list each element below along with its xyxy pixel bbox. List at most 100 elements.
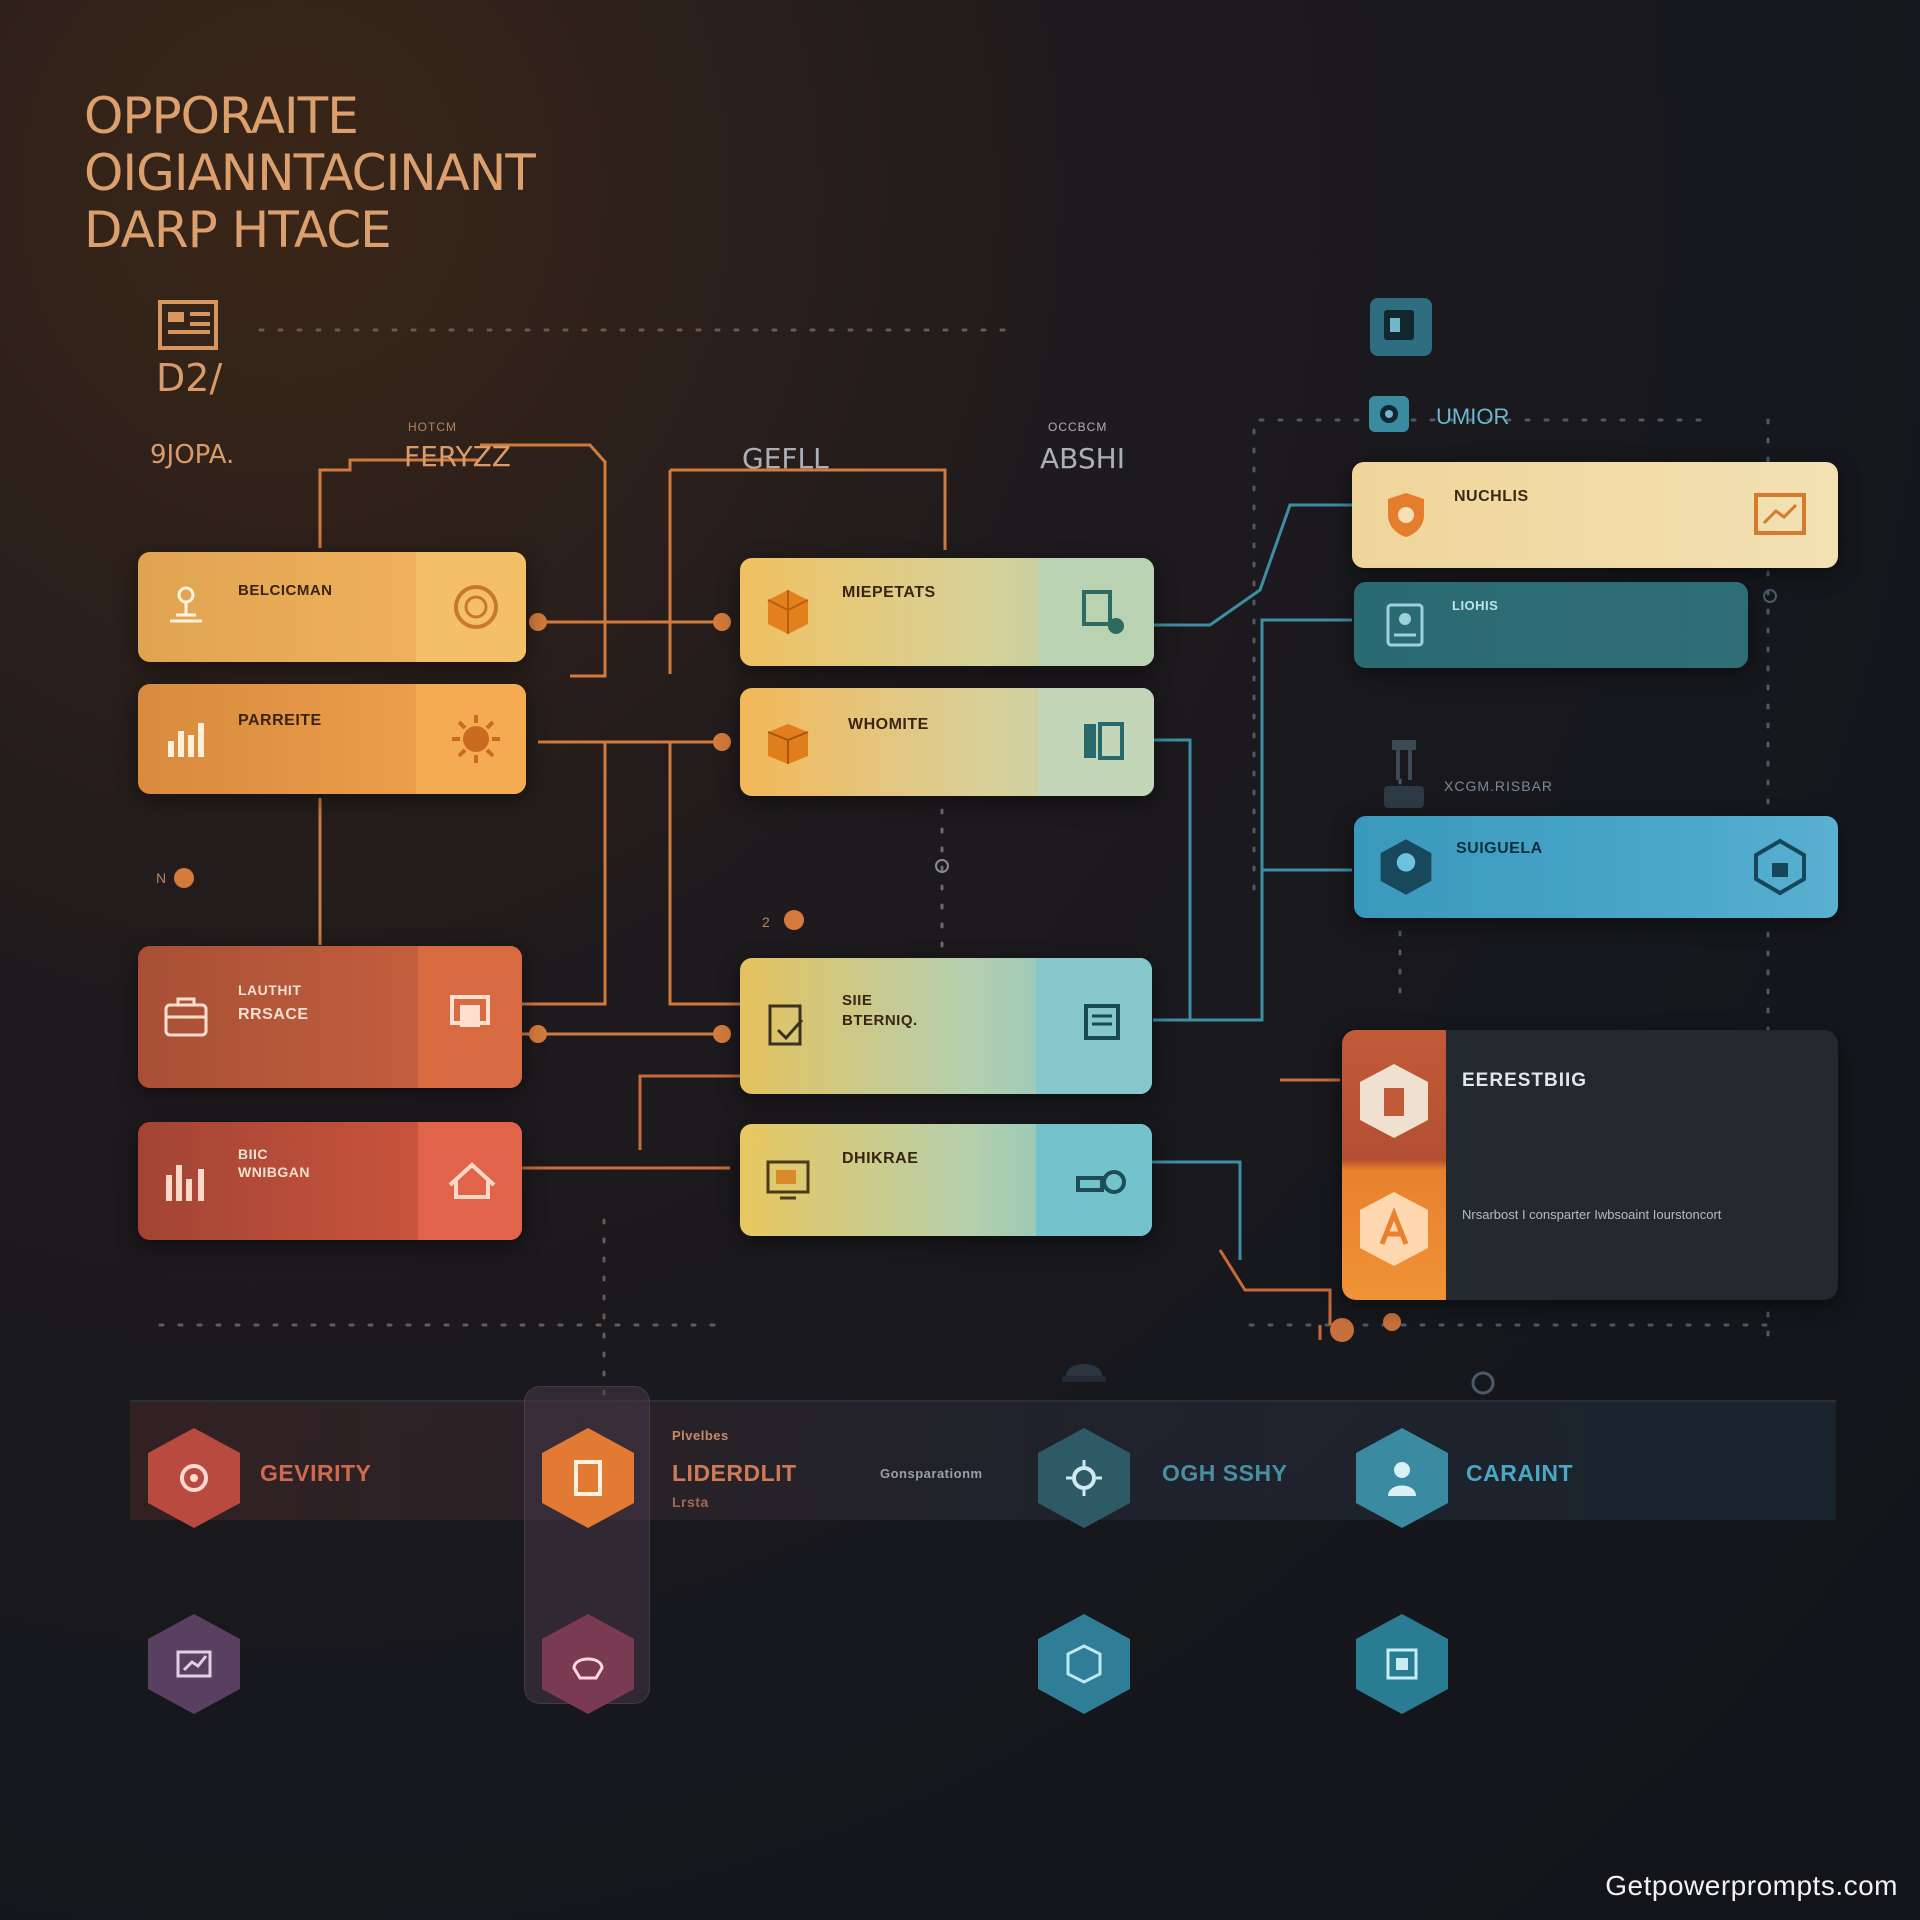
node-title: EERESTBIIG bbox=[1462, 1070, 1588, 1091]
node-nuchlis[interactable]: NUCHLIS bbox=[1352, 462, 1838, 568]
node-dhikrae[interactable]: DHIKRAE bbox=[740, 1124, 1152, 1236]
node-liohis[interactable]: LIOHIS bbox=[1354, 582, 1748, 668]
node-title: BELCICMAN bbox=[238, 582, 333, 599]
wire-14 bbox=[1218, 1249, 1332, 1325]
hex-lock-icon bbox=[1754, 838, 1806, 896]
connector-dot-11 bbox=[1471, 1371, 1495, 1395]
title-line-2: OIGIANNTACINANT bbox=[84, 144, 536, 202]
node-paragraph-2-lead: Nrsarbost I consparter Iwbsoaint Ioursto… bbox=[1462, 1207, 1722, 1222]
bar-chart-icon bbox=[168, 723, 204, 757]
marker-1: 2 bbox=[762, 914, 771, 930]
node-title: LIOHIS bbox=[1452, 598, 1499, 613]
bottom-label-2-small: Plvelbes bbox=[672, 1428, 729, 1443]
wire-16 bbox=[1153, 503, 1352, 627]
column-header-2: FERYZZ bbox=[404, 440, 511, 473]
camera-icon bbox=[1369, 396, 1409, 432]
connector-dot-10 bbox=[1383, 1313, 1401, 1331]
terminal-icon bbox=[1370, 298, 1432, 356]
bottom-label-2-right: Gonsparationm bbox=[880, 1466, 983, 1481]
sun-gear-icon bbox=[452, 715, 500, 763]
left-header-label: D2/ bbox=[156, 356, 223, 400]
bottom-label-2: LIDERDLIT bbox=[672, 1460, 797, 1486]
connector-dot-6 bbox=[174, 868, 194, 888]
gear-seal-icon bbox=[454, 585, 498, 629]
node-title-2: RRSACE bbox=[238, 1006, 309, 1023]
connector-dot-1 bbox=[529, 613, 547, 631]
hex-person-icon bbox=[1380, 839, 1432, 895]
marker-2: N bbox=[156, 870, 168, 886]
connector-dot-7 bbox=[784, 910, 804, 930]
hex-doc-icon bbox=[1360, 1064, 1428, 1138]
monitor-icon bbox=[766, 1160, 810, 1200]
node-title: NUCHLIS bbox=[1454, 488, 1529, 505]
wire-10 bbox=[668, 742, 740, 1006]
chart-frame-icon bbox=[1754, 493, 1806, 535]
wire-1 bbox=[318, 458, 480, 548]
clipboard-icon bbox=[768, 1004, 804, 1046]
bottom-label-2-sub: Lrsta bbox=[672, 1494, 709, 1510]
wire-3 bbox=[670, 468, 947, 550]
node-miepetats[interactable]: MIEPETATS bbox=[740, 558, 1154, 666]
server-icon bbox=[1084, 722, 1124, 760]
node-biic[interactable]: BIIC WNIBGAN bbox=[138, 1122, 522, 1240]
node-eerestbiig[interactable]: EERESTBIIG Nrsarbost I consparter Iwbsoa… bbox=[1342, 1030, 1838, 1300]
node-title: WHOMITE bbox=[848, 716, 929, 733]
bottom-label-1: GEVIRITY bbox=[260, 1460, 372, 1486]
briefcase-icon bbox=[164, 997, 208, 1037]
node-whomite[interactable]: WHOMITE bbox=[740, 688, 1154, 796]
node-suiguela-header: XCGM.RISBAR bbox=[1444, 778, 1554, 794]
cube-icon bbox=[767, 590, 809, 634]
column-header-4-small: OCCBCM bbox=[1048, 420, 1108, 434]
wire-20 bbox=[1152, 1160, 1242, 1260]
column-header-5: UMIOR bbox=[1436, 404, 1510, 429]
document-stack-icon bbox=[450, 995, 490, 1027]
id-card-icon bbox=[1386, 603, 1424, 647]
node-title: BIIC bbox=[238, 1146, 268, 1162]
wire-18 bbox=[1190, 618, 1352, 1022]
bar-chart-icon bbox=[166, 1165, 204, 1201]
title-line-1: OPPORAITE bbox=[84, 87, 359, 145]
bottom-summary-panel: GEVIRITY Plvelbes LIDERDLIT Lrsta Gonspa… bbox=[130, 1386, 1836, 1730]
node-title: DHIKRAE bbox=[842, 1150, 919, 1167]
wire-17 bbox=[1153, 738, 1192, 1022]
node-title: LAUTHIT bbox=[238, 982, 302, 998]
node-lauthit[interactable]: LAUTHIT RRSACE bbox=[138, 946, 522, 1088]
hex-layers-icon bbox=[1356, 1614, 1448, 1714]
connector-dot-12 bbox=[1763, 589, 1777, 603]
connector-dot-9 bbox=[1330, 1318, 1354, 1342]
connector-dot-4 bbox=[529, 1025, 547, 1043]
box-icon bbox=[767, 724, 809, 764]
shield-icon bbox=[1388, 493, 1424, 537]
connector-dot-3 bbox=[713, 733, 731, 751]
node-title: SUIGUELA bbox=[1456, 840, 1543, 857]
bottom-label-4: CARAINT bbox=[1466, 1460, 1573, 1486]
node-suiguela[interactable]: SUIGUELA bbox=[1354, 816, 1838, 918]
document-gear-icon bbox=[1082, 590, 1124, 634]
wire-8 bbox=[520, 742, 607, 1006]
pedestal-icon bbox=[1384, 740, 1424, 808]
house-icon bbox=[448, 1162, 496, 1199]
node-parreite[interactable]: PARREITE bbox=[138, 684, 526, 794]
node-siie[interactable]: SIIE BTERNIQ. bbox=[740, 958, 1152, 1094]
column-header-4: ABSHI bbox=[1040, 442, 1125, 475]
person-desk-icon bbox=[170, 586, 202, 623]
cabinet-icon bbox=[158, 300, 218, 350]
bottom-label-3: OGH SSHY bbox=[1162, 1460, 1288, 1486]
connector-dot-5 bbox=[713, 1025, 731, 1043]
document-icon bbox=[1084, 1004, 1120, 1040]
hex-a-icon bbox=[1360, 1192, 1428, 1266]
node-title-2: BTERNIQ. bbox=[842, 1012, 918, 1029]
diagram-title: OPPORAITE OIGIANNTACINANT DARP HTACE bbox=[84, 87, 536, 259]
node-title: SIIE bbox=[842, 992, 873, 1009]
wire-12 bbox=[638, 1074, 740, 1150]
node-belcicman[interactable]: BELCICMAN bbox=[138, 552, 526, 662]
column-header-2-small: HOTCM bbox=[408, 420, 457, 434]
connector-dot-2 bbox=[713, 613, 731, 631]
helmet-icon bbox=[1062, 1364, 1106, 1382]
watermark: Getpowerprompts.com bbox=[1605, 1870, 1898, 1901]
column-header-3: GEFLL bbox=[742, 442, 829, 475]
column-header-1: 9JOPA. bbox=[150, 440, 235, 470]
wire-2 bbox=[480, 443, 607, 678]
hex-cube-icon bbox=[1038, 1614, 1130, 1714]
